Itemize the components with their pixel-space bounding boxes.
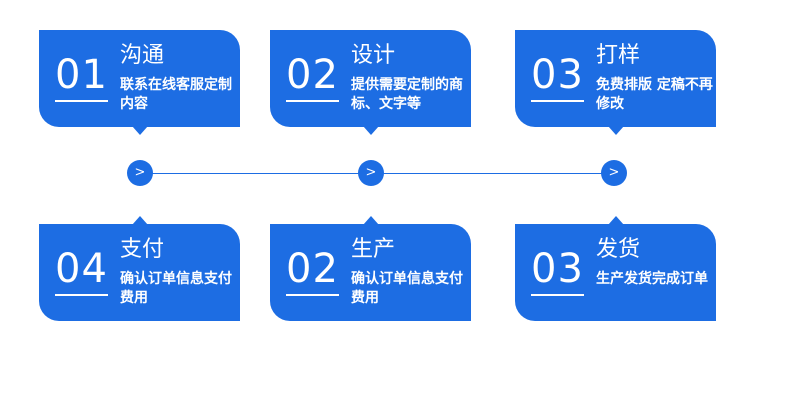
pointer-down-icon (362, 126, 379, 135)
step-card-bottom-3: 03 发货 生产发货完成订单 (515, 216, 716, 321)
step-title: 沟通 (120, 43, 165, 68)
step-title: 设计 (351, 43, 396, 68)
step-title: 发货 (596, 237, 641, 262)
pointer-down-icon (607, 126, 624, 135)
pointer-up-icon (607, 216, 624, 225)
step-number: 03 (531, 52, 584, 102)
step-title: 生产 (351, 237, 396, 262)
step-card-top-1: 01 沟通 联系在线客服定制内容 (39, 30, 240, 135)
step-number: 02 (286, 246, 339, 296)
step-description: 确认订单信息支付费用 (351, 271, 463, 306)
step-card-bottom-1: 04 支付 确认订单信息支付费用 (39, 216, 240, 321)
pointer-up-icon (362, 216, 379, 225)
step-number: 02 (286, 52, 339, 102)
step-card-bottom-2: 02 生产 确认订单信息支付费用 (270, 216, 471, 321)
step-card-top-3: 03 打样 免费排版 定稿不再修改 (515, 30, 716, 135)
step-description: 确认订单信息支付费用 (120, 271, 232, 306)
step-title: 打样 (596, 43, 641, 68)
step-number: 01 (55, 52, 108, 102)
step-description: 生产发货完成订单 (596, 271, 708, 287)
chevron-right-icon: > (127, 160, 153, 186)
chevron-right-icon: > (601, 160, 627, 186)
step-description: 免费排版 定稿不再修改 (596, 77, 713, 112)
step-number: 03 (531, 246, 584, 296)
step-description: 联系在线客服定制内容 (120, 77, 232, 112)
step-card-top-2: 02 设计 提供需要定制的商标、文字等 (270, 30, 471, 135)
step-title: 支付 (120, 237, 165, 262)
pointer-up-icon (131, 216, 148, 225)
step-number: 04 (55, 246, 108, 296)
pointer-down-icon (131, 126, 148, 135)
chevron-right-icon: > (358, 160, 384, 186)
step-description: 提供需要定制的商标、文字等 (351, 77, 463, 112)
